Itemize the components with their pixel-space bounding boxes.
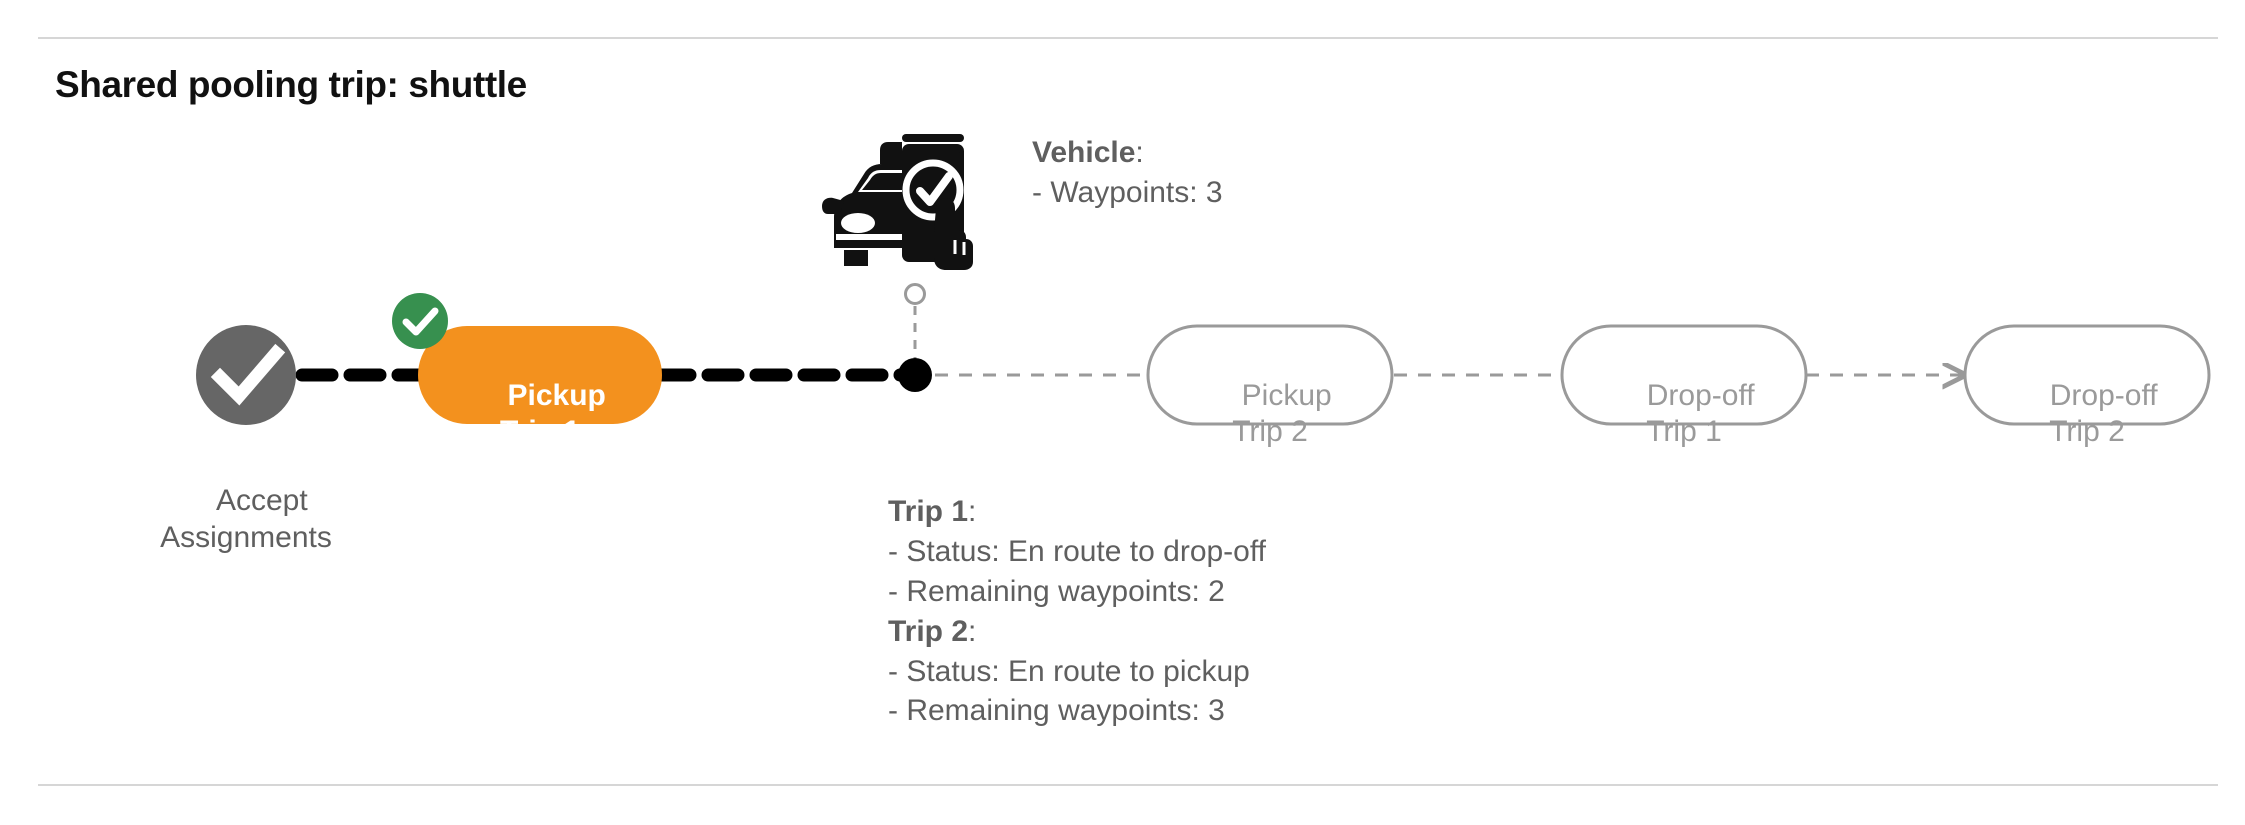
trips-annotation: Trip 1: - Status: En route to drop-off -… bbox=[888, 492, 1266, 731]
step-pill-pickup-trip-1[interactable] bbox=[418, 326, 662, 424]
check-badge-circle bbox=[392, 293, 448, 349]
step-pill-pickup-trip-2[interactable] bbox=[1146, 324, 1394, 426]
step-pill-drop-off-trip-1[interactable] bbox=[1560, 324, 1808, 426]
trip-1-heading: Trip 1: bbox=[888, 495, 977, 528]
vehicle-marker-ring-icon bbox=[904, 283, 926, 305]
vehicle-annotation: Vehicle: - Waypoints: 3 bbox=[1032, 133, 1223, 213]
trip-1-status: - Status: En route to drop-off bbox=[888, 534, 1266, 568]
trip-2-remaining-waypoints: - Remaining waypoints: 3 bbox=[888, 694, 1225, 728]
current-position-dot[interactable] bbox=[898, 358, 932, 392]
divider-bottom bbox=[38, 784, 2218, 786]
accept-assignments-circle[interactable] bbox=[196, 325, 296, 425]
page-title: Shared pooling trip: shuttle bbox=[55, 64, 527, 105]
trip-2-heading: Trip 2: bbox=[888, 614, 977, 648]
step-pill-drop-off-trip-2[interactable] bbox=[1963, 324, 2211, 426]
vehicle-check-icon bbox=[822, 134, 973, 270]
trip-1-remaining-waypoints: - Remaining waypoints: 2 bbox=[888, 574, 1225, 608]
trip-2-status: - Status: En route to pickup bbox=[888, 654, 1250, 688]
check-circle-icon bbox=[210, 343, 286, 406]
vehicle-annotation-line-waypoints: - Waypoints: 3 bbox=[1032, 175, 1223, 209]
vehicle-annotation-heading: Vehicle: bbox=[1032, 136, 1144, 169]
check-badge-icon bbox=[402, 307, 439, 336]
divider-top bbox=[38, 37, 2218, 39]
